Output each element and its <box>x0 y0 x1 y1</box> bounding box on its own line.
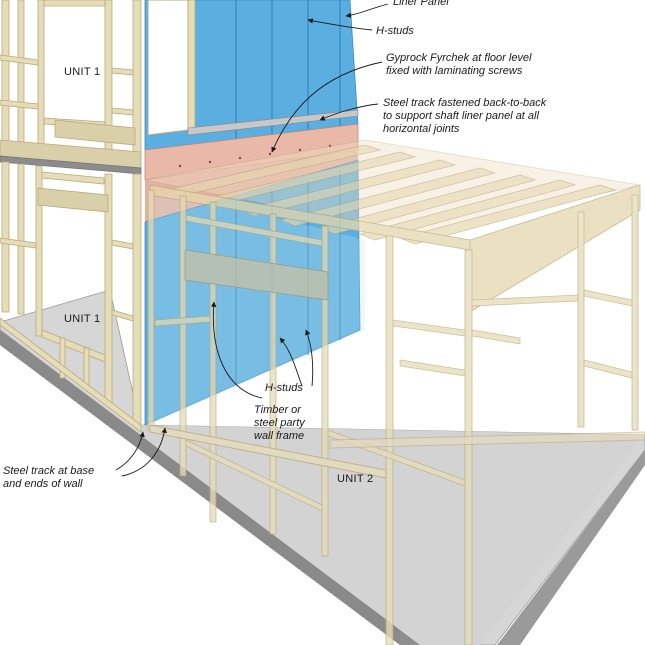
leader-h-studs-mid-3 <box>210 301 263 399</box>
leader-liner-panel <box>345 3 389 18</box>
label-unit1-lower: UNIT 1 <box>64 313 101 325</box>
label-fyrchek: Gyprock Fyrchek at floor level fixed wit… <box>386 52 532 77</box>
label-steel-track-base: Steel track at base and ends of wall <box>3 465 95 490</box>
leader-h-studs-mid-2 <box>305 329 314 387</box>
label-h-studs-mid: H-studs <box>265 382 303 394</box>
unit2-frame <box>144 139 645 645</box>
leader-h-studs-mid-1 <box>279 337 303 387</box>
label-steel-track-joints: Steel track fastened back-to-back to sup… <box>383 97 547 135</box>
leader-lines <box>115 3 389 477</box>
label-unit2: UNIT 2 <box>337 473 374 485</box>
label-h-studs-top: H-studs <box>376 25 414 37</box>
label-unit1-upper: UNIT 1 <box>64 66 101 78</box>
leader-steel-track-joints <box>319 103 379 121</box>
leader-steel-track-base-1 <box>115 431 145 471</box>
leader-steel-track-base-2 <box>121 427 167 477</box>
leader-h-studs-top <box>307 18 373 31</box>
label-liner-panel: Liner Panel <box>393 0 449 8</box>
leader-fyrchek <box>271 61 383 153</box>
unit1-frame <box>0 0 142 433</box>
label-timber-frame: Timber or steel party wall frame <box>254 404 305 442</box>
party-wall <box>144 0 361 426</box>
